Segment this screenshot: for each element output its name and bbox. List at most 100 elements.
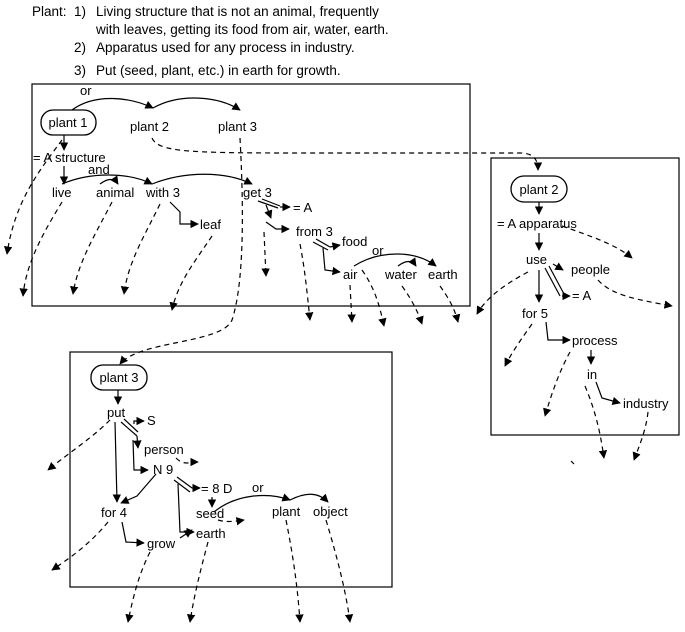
dashed-out-plant: [285, 519, 304, 623]
N9-node: N 9: [153, 462, 173, 477]
apparatus-label: = A apparatus: [497, 216, 577, 231]
sense-2-text: Apparatus used for any process in indust…: [96, 40, 355, 55]
definition-headword: Plant:: [32, 4, 67, 19]
plant-2-graph: plant 2 = A apparatus use people = A for…: [476, 157, 680, 465]
use-eq-line-b: [548, 265, 565, 295]
plant-1-node: [40, 109, 97, 136]
plant-3-node: [90, 364, 148, 391]
plant-2-ref: plant 2: [130, 119, 169, 134]
put-node: put: [107, 405, 125, 420]
put-eq-line-a: [120, 421, 138, 437]
dashed-out-people: [597, 279, 673, 309]
get3-eq-line-a: [257, 200, 279, 209]
process-node: process: [572, 333, 618, 348]
for4-node: for 4: [101, 505, 127, 520]
live-node: live: [52, 185, 72, 200]
arc-plant2-plant3: [152, 97, 241, 111]
dashed-out-from3: [299, 243, 314, 321]
arc-plant1-plant2: [71, 97, 154, 111]
get3-eq-line-b: [261, 198, 281, 207]
arrow-to-food: [329, 242, 341, 251]
arrow-to-person: [133, 435, 142, 449]
link-plant2-to-box2: [151, 137, 543, 171]
plant-node: plant: [272, 504, 301, 519]
eqA-label: = A: [293, 200, 312, 215]
get3-down-arrow: [264, 204, 273, 219]
sense-2-number: 2): [74, 40, 86, 55]
with3-to-leaf: [169, 201, 199, 229]
use-eq-line-a: [544, 267, 561, 297]
from3-node: from 3: [296, 224, 333, 239]
for5-to-process: [545, 321, 571, 345]
put-to-N9: [132, 439, 149, 475]
dashed-out-animal: [70, 201, 113, 295]
plant-1-frame: [31, 83, 471, 307]
dashed-out-for4: [51, 521, 109, 571]
earth-node: earth: [196, 526, 226, 541]
arc-to-water: [397, 257, 417, 267]
sense-1-line-1: Living structure that is not an animal, …: [96, 4, 379, 19]
S-node: S: [147, 413, 156, 428]
for4-to-grow: [121, 521, 145, 547]
plant-3-frame: [69, 351, 393, 588]
N9-eq-line-b: [176, 476, 193, 489]
dashed-out-leaf: [169, 235, 213, 311]
dashed-out-object: [325, 519, 354, 623]
put-to-for4: [112, 421, 122, 503]
food-node: food: [342, 234, 367, 249]
link-plant3-to-box3: [119, 137, 243, 365]
in-node: in: [587, 367, 597, 382]
arrow-to-S: [133, 416, 145, 426]
dashed-out-earth: [439, 285, 461, 323]
and-label: and: [88, 162, 110, 177]
industry-node: industry: [623, 396, 669, 411]
dashed-out-water: [401, 285, 424, 325]
air-node: air: [343, 267, 358, 282]
arc-air-earth: [353, 253, 437, 267]
or-label: or: [252, 480, 264, 495]
from3-eq-line-a: [312, 241, 329, 251]
for5-node: for 5: [522, 306, 548, 321]
dashed-out-get3: [261, 231, 270, 277]
dashed-out-industry: [632, 411, 649, 461]
leaf-node: leaf: [200, 217, 221, 232]
dashed-out-put: [47, 419, 111, 471]
dashed-out-or: [361, 269, 387, 327]
get3-node: get 3: [243, 185, 272, 200]
plant-1-node-label: plant 1: [48, 115, 87, 130]
plant-3-node-label: plant 3: [99, 370, 138, 385]
use-node: use: [526, 252, 547, 267]
with3-node: with 3: [145, 185, 180, 200]
plant-1-graph: plant 1 or plant 2 plant 3 = A structure…: [3, 83, 543, 365]
sense-3-text: Put (seed, plant, etc.) in earth for gro…: [96, 63, 341, 78]
plant-2-node-label: plant 2: [519, 182, 558, 197]
N9-eq-line-a: [173, 479, 191, 493]
eq8D-label: = 8 D: [201, 481, 232, 496]
dashed-out-seed: [217, 517, 245, 526]
N9-to-for4: [120, 473, 157, 504]
or2-label: or: [372, 243, 384, 258]
arc-live-with3: [61, 174, 153, 185]
dashed-out-for5: [504, 323, 533, 367]
grow-node: grow: [147, 536, 176, 551]
water-node: water: [384, 267, 417, 282]
dashed-out-with3: [120, 203, 161, 295]
arc-plant-object: [289, 493, 329, 503]
dashed-out-process: [543, 351, 571, 417]
structure-label: = A structure: [33, 150, 106, 165]
dashed-out-in: [584, 385, 608, 459]
in-to-industry: [595, 381, 621, 406]
eqA-label: = A: [572, 288, 591, 303]
person-node: person: [144, 442, 184, 457]
plant-2-frame: [490, 157, 680, 436]
plant-3-graph: plant 3 put S person N 9 = 8 D or seed p…: [47, 351, 393, 623]
arc-to-animal: [99, 175, 119, 185]
dictionary-definition: Plant: 1) Living structure that is not a…: [32, 4, 389, 78]
arc-with3-get3: [151, 173, 253, 185]
stray-mark: [570, 460, 575, 465]
dashed-out-person: [175, 457, 199, 467]
earth-node: earth: [428, 267, 458, 282]
people-node: people: [571, 262, 610, 277]
grow-to-earth: [179, 529, 193, 539]
